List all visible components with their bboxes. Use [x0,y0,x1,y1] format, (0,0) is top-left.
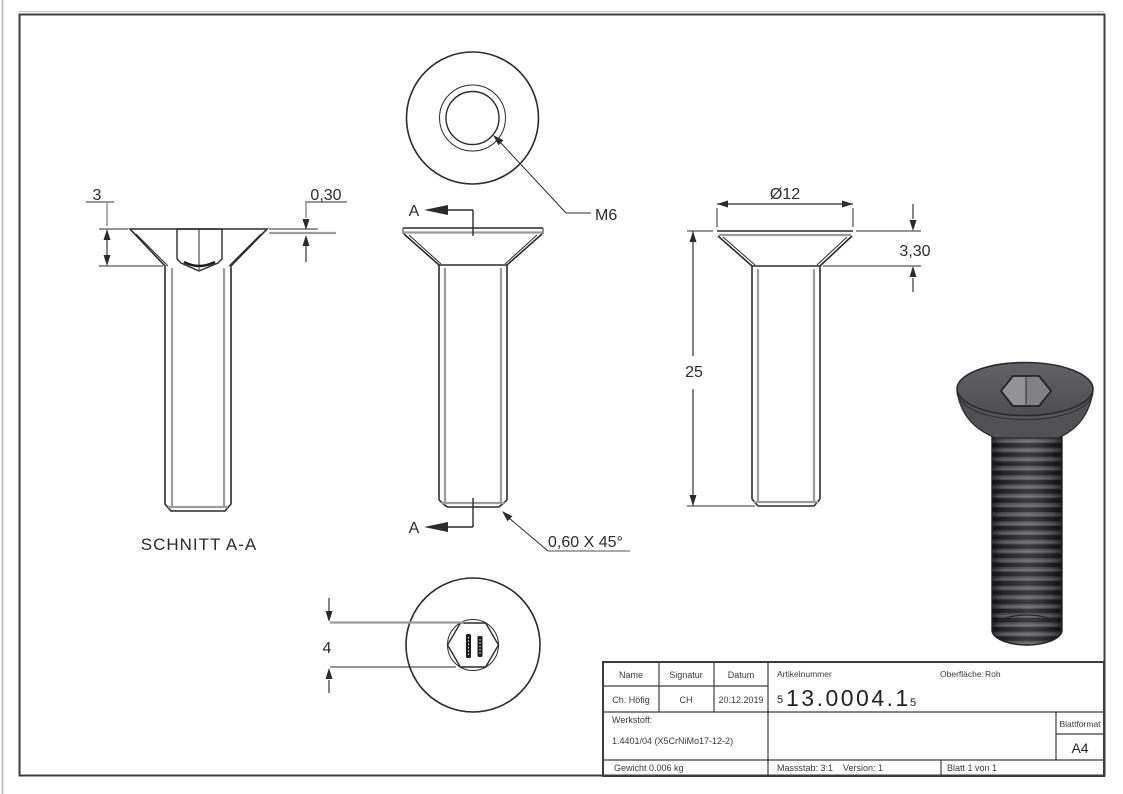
socket-chamfer-circle [447,619,499,671]
weight: Gewicht 0.006 kg [614,763,684,773]
value-name: Ch. Höfig [612,695,650,705]
dim-head-diameter: Ø12 [770,186,800,203]
version: Version: 1 [843,763,883,773]
socket-stamp-mark [466,634,471,658]
hex-socket [446,622,500,668]
front-view: A A 0,60 X 45° [402,203,630,552]
dim-thread: M6 [595,207,617,224]
side-view: Ø12 3,30 25 [685,186,931,507]
hex-socket-cavity [176,228,223,272]
head-circle [405,577,541,713]
thread-minor-lines [168,231,336,509]
dia-extension-lines [716,208,854,227]
thread-minor-lines [441,268,505,505]
article-suffix: 5 [910,697,916,709]
countersink-inner-lines [722,236,848,266]
dim-head-height-section: 3 [93,187,102,204]
socket-stamp-detail [468,637,481,655]
sheet-number: Blatt 1 von 1 [947,763,997,773]
format-label: Blattformat [1059,719,1101,729]
chamfer-leader-arrow [502,511,513,522]
bottom-view: 4 [323,577,541,713]
countersink-edge-lines [135,233,262,267]
dim-total-length: 25 [685,364,703,381]
article-label: Artikelnummer [777,669,832,679]
dim030-arrows [302,219,310,246]
col-date: Datum [728,670,755,680]
section-arrow-label-bottom: A [409,520,420,537]
socket-bottom-arc [183,260,216,268]
title-block: Name Signatur Datum Ch. Höfig CH 20.12.2… [602,661,1105,777]
dim030-extension-lines [269,201,347,230]
surface-label: Oberfläche: [940,669,984,679]
thread-minor-lines [754,269,818,504]
dim-head-height: 3,30 [899,243,930,260]
hex-socket-facet [1026,376,1051,406]
thread-minor-circle [445,90,500,146]
article-number: 13.0004.1 [786,685,911,711]
material-value: 1.4401/04 (X5CrNiMo17-12-2) [612,736,733,746]
dim-hex-socket-width: 4 [323,640,332,657]
title-block-grid [603,662,1104,776]
shaft-shading [991,431,1063,646]
value-date: 20.12.2019 [718,695,763,705]
material-label: Werkstoff: [612,715,652,725]
value-signature: CH [680,695,693,705]
section-cut-lines [448,209,474,528]
col-name: Name [619,670,643,680]
scale: Massstab: 3:1 [777,763,833,773]
dim-head-rim: 0,30 [310,187,341,204]
headheight-extension-lines [823,230,921,267]
head-side-edges [402,228,544,234]
m6-leader-line [499,141,591,214]
screw-outline [403,233,543,508]
section-arrow-label-top: A [409,203,420,220]
surface-value: Roh [985,669,1001,679]
m6-leader-arrow [493,135,504,146]
countersink-inner-lines [408,234,538,265]
dim3-extension-lines [86,201,163,267]
top-view: M6 [405,51,617,224]
head-outer-circle [405,51,540,185]
screw-3d-render [956,361,1094,646]
drawing-frame [18,13,1106,777]
length-extension-lines [687,230,755,507]
section-body-hatched [128,228,269,512]
section-view: 3 0,30 SCHNITT A-A [86,187,347,554]
thread-major-circle [439,84,506,152]
format-value: A4 [1071,740,1088,756]
section-view-label: SCHNITT A-A [141,535,257,554]
article-prefix: 5 [777,694,783,706]
title-block-border [602,661,1105,777]
chamfer-leader-line [508,517,549,552]
shaft-tip-ellipse [991,614,1063,646]
dim-tip-chamfer: 0,60 X 45° [548,534,623,551]
dim3-arrows [103,229,111,266]
screw-outline [717,235,853,507]
col-signature: Signatur [669,670,703,680]
